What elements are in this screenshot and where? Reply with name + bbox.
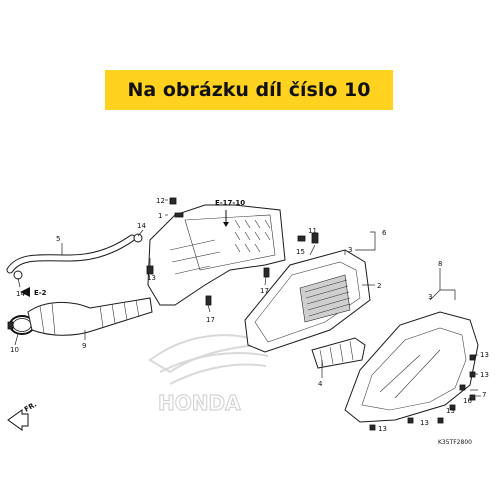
ref-e2[interactable]: E-2 <box>34 289 47 297</box>
callout-3-lower[interactable]: 3 <box>428 293 432 301</box>
honda-watermark-text: HONDA <box>158 391 241 415</box>
hose-clip-upper[interactable] <box>133 233 143 243</box>
front-direction-arrow <box>7 409 29 431</box>
callout-4[interactable]: 4 <box>318 380 323 388</box>
callout-11[interactable]: 11 <box>308 227 317 235</box>
highlight-banner: Na obrázku díl číslo 10 <box>105 70 393 110</box>
e2-arrow <box>20 287 30 297</box>
callout-13-left[interactable]: 13 <box>147 274 156 282</box>
air-cleaner-cover[interactable] <box>344 311 479 423</box>
callout-9[interactable]: 9 <box>82 342 86 350</box>
callout-12[interactable]: 12 <box>156 197 165 205</box>
callout-7[interactable]: 7 <box>482 391 486 399</box>
callout-13-r1[interactable]: 13 <box>480 351 489 359</box>
callout-17-left[interactable]: 17 <box>206 316 215 324</box>
callout-13-r3[interactable]: 13 <box>446 407 455 415</box>
air-cleaner-element[interactable] <box>244 249 371 353</box>
callout-14-upper[interactable]: 14 <box>137 222 146 230</box>
callout-13-r2[interactable]: 13 <box>480 371 489 379</box>
callout-6[interactable]: 6 <box>382 229 387 237</box>
bolts[interactable] <box>146 197 476 431</box>
callout-2[interactable]: 2 <box>377 282 381 290</box>
intake-snorkel[interactable] <box>311 337 366 369</box>
callout-5[interactable]: 5 <box>56 235 60 243</box>
callout-1[interactable]: 1 <box>158 212 162 220</box>
hose-clip[interactable] <box>13 270 23 280</box>
screw-part-1 <box>174 212 184 218</box>
leader-lines <box>14 199 481 397</box>
fr-label: FR. <box>23 400 38 413</box>
callout-13-r4[interactable]: 13 <box>420 419 429 427</box>
callout-3-upper[interactable]: 3 <box>348 246 352 254</box>
ref-e17-10[interactable]: E-17-10 <box>215 199 245 207</box>
clip-part-12 <box>169 197 177 205</box>
callout-17-right[interactable]: 17 <box>260 287 269 295</box>
reference-arrowhead <box>223 222 229 227</box>
callout-10[interactable]: 10 <box>10 346 19 354</box>
breather-hose[interactable] <box>6 234 136 274</box>
callout-13-r5[interactable]: 13 <box>378 425 387 433</box>
air-cleaner-case[interactable] <box>147 204 286 306</box>
diagram-code: K35TF2800 <box>438 439 472 446</box>
callout-15[interactable]: 15 <box>296 248 305 256</box>
callout-14-lower[interactable]: 14 <box>16 290 25 298</box>
connecting-tube[interactable] <box>27 297 153 336</box>
banner-text: Na obrázku díl číslo 10 <box>127 79 371 101</box>
callout-8[interactable]: 8 <box>438 260 442 268</box>
callout-16[interactable]: 16 <box>463 397 472 405</box>
